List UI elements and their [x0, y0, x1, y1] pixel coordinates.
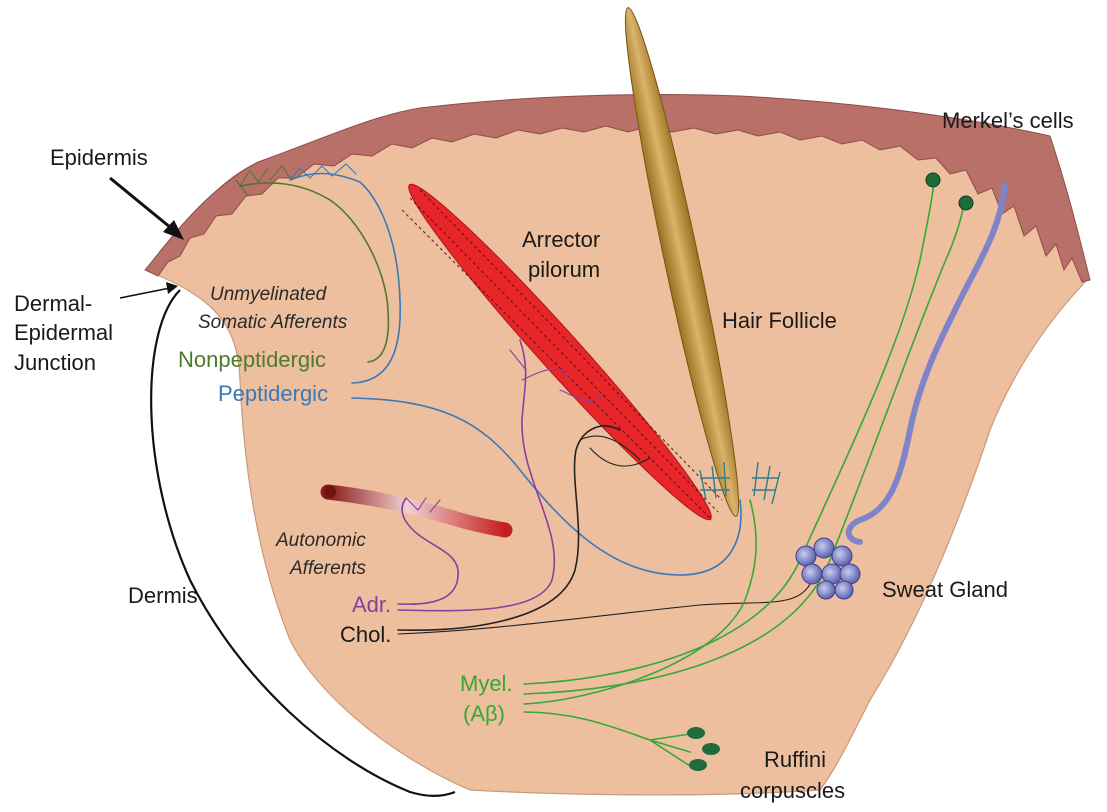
label-merkel: Merkel’s cells [942, 108, 1074, 133]
label-chol: Chol. [340, 622, 391, 647]
merkel-cell-2 [959, 196, 973, 210]
epidermis-arrow [110, 178, 176, 232]
label-peptidergic: Peptidergic [218, 381, 328, 406]
dej-arrow [120, 288, 170, 298]
label-autonomic-line2: Afferents [289, 558, 367, 579]
label-unmyelinated-line1: Unmyelinated [210, 284, 328, 305]
label-nonpeptidergic: Nonpeptidergic [178, 347, 326, 372]
blood-vessel-end [324, 486, 336, 498]
label-dermis: Dermis [128, 583, 198, 608]
label-dej-line1: Dermal- [14, 291, 92, 316]
label-sweat-gland: Sweat Gland [882, 577, 1008, 602]
ruffini-corpuscle-1 [687, 727, 705, 739]
merkel-cell-1 [926, 173, 940, 187]
ruffini-corpuscle-2 [702, 743, 720, 755]
label-unmyelinated-line2: Somatic Afferents [198, 312, 348, 333]
label-adr: Adr. [352, 592, 391, 617]
label-epidermis: Epidermis [50, 145, 148, 170]
label-myel-line2: (Aβ) [463, 701, 505, 726]
label-dej-line2: Epidermal [14, 320, 113, 345]
label-arrector-line1: Arrector [522, 227, 600, 252]
label-ruffini-line2: corpuscles [740, 778, 845, 803]
label-myel-line1: Myel. [460, 671, 513, 696]
label-autonomic-line1: Autonomic [275, 530, 366, 551]
label-arrector-line2: pilorum [528, 257, 600, 282]
dermis-region [150, 97, 1085, 795]
label-ruffini-line1: Ruffini [764, 747, 826, 772]
label-dej-line3: Junction [14, 350, 96, 375]
ruffini-corpuscle-3 [689, 759, 707, 771]
label-hair-follicle: Hair Follicle [722, 308, 837, 333]
